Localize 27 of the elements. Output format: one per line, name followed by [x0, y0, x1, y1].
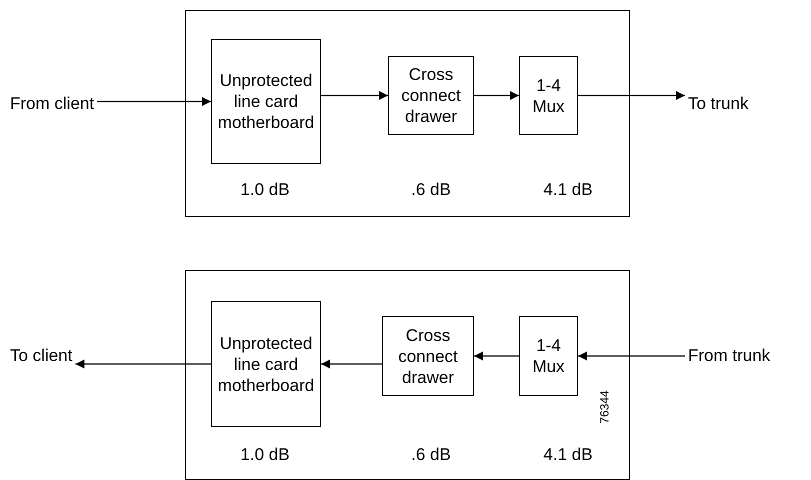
loss-value: .6 dB	[411, 445, 451, 465]
port-label: From trunk	[688, 346, 770, 366]
figure-number: 76344	[598, 390, 612, 424]
loss-value: 4.1 dB	[543, 180, 593, 200]
component-box: Unprotected line card motherboard	[211, 39, 321, 164]
arrow	[321, 360, 382, 368]
port-label: To client	[10, 346, 72, 366]
enclosure-box	[185, 270, 630, 480]
loss-value: 1.0 dB	[240, 445, 290, 465]
component-box: Cross connect drawer	[382, 316, 474, 396]
component-box: Cross connect drawer	[388, 56, 474, 135]
port-label: From client	[10, 94, 94, 114]
component-box: 1-4 Mux	[519, 316, 578, 396]
arrow	[75, 360, 211, 368]
arrow	[578, 91, 685, 100]
loss-value: .6 dB	[411, 180, 451, 200]
arrow	[578, 352, 685, 360]
port-label: To trunk	[688, 94, 748, 114]
component-box: Unprotected line card motherboard	[211, 301, 321, 427]
arrow	[321, 91, 388, 100]
loss-value: 1.0 dB	[240, 180, 290, 200]
component-box: 1-4 Mux	[519, 56, 578, 135]
arrow	[474, 91, 519, 100]
arrow	[474, 352, 519, 360]
enclosure-box	[185, 10, 630, 217]
arrow	[97, 97, 211, 106]
loss-value: 4.1 dB	[543, 445, 593, 465]
